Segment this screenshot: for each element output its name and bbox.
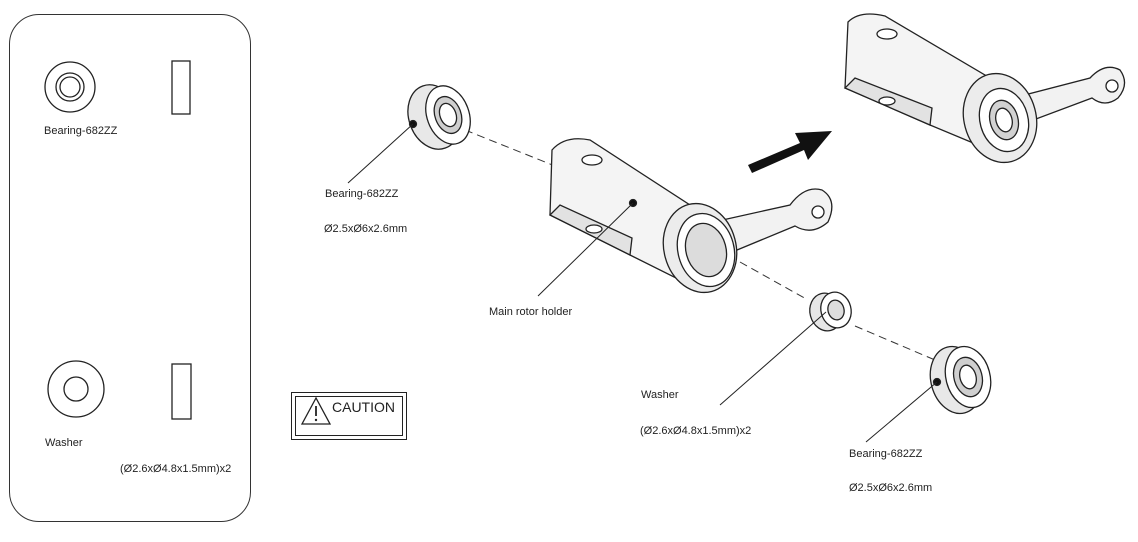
bearing-top-drawing: [407, 84, 471, 150]
panel-bearing-label: Bearing-682ZZ: [44, 125, 118, 137]
assembly-axis-lines: [464, 129, 936, 361]
panel-washer-label: Washer: [45, 437, 83, 449]
caution-inner-border: [295, 396, 403, 436]
main-rotor-holder-label: Main rotor holder: [489, 306, 573, 318]
washer-name: Washer: [641, 389, 679, 401]
panel-washer-icon: [47, 360, 192, 420]
washer-drawing: [809, 291, 852, 332]
bearing-top-name: Bearing-682ZZ: [325, 188, 399, 200]
assembly-arrow-icon: [748, 131, 832, 173]
warning-icon: [300, 396, 332, 425]
parts-panel: [9, 14, 251, 522]
bearing-bottom-drawing: [929, 345, 992, 415]
main-rotor-holder-drawing: [548, 138, 833, 294]
assembled-holder-drawing: [843, 13, 1126, 164]
panel-bearing-icon: [44, 60, 191, 115]
panel-washer-spec: (Ø2.6xØ4.8x1.5mm)x2: [120, 463, 232, 475]
bearing-top-spec: Ø2.5xØ6x2.6mm: [324, 223, 408, 235]
washer-spec: (Ø2.6xØ4.8x1.5mm)x2: [640, 425, 752, 437]
callout-leader-lines: [347, 123, 938, 443]
caution-text: CAUTION: [332, 399, 395, 415]
bearing-bottom-name: Bearing-682ZZ: [849, 448, 923, 460]
bearing-bottom-spec: Ø2.5xØ6x2.6mm: [849, 482, 933, 494]
caution-box: CAUTION: [291, 392, 407, 440]
